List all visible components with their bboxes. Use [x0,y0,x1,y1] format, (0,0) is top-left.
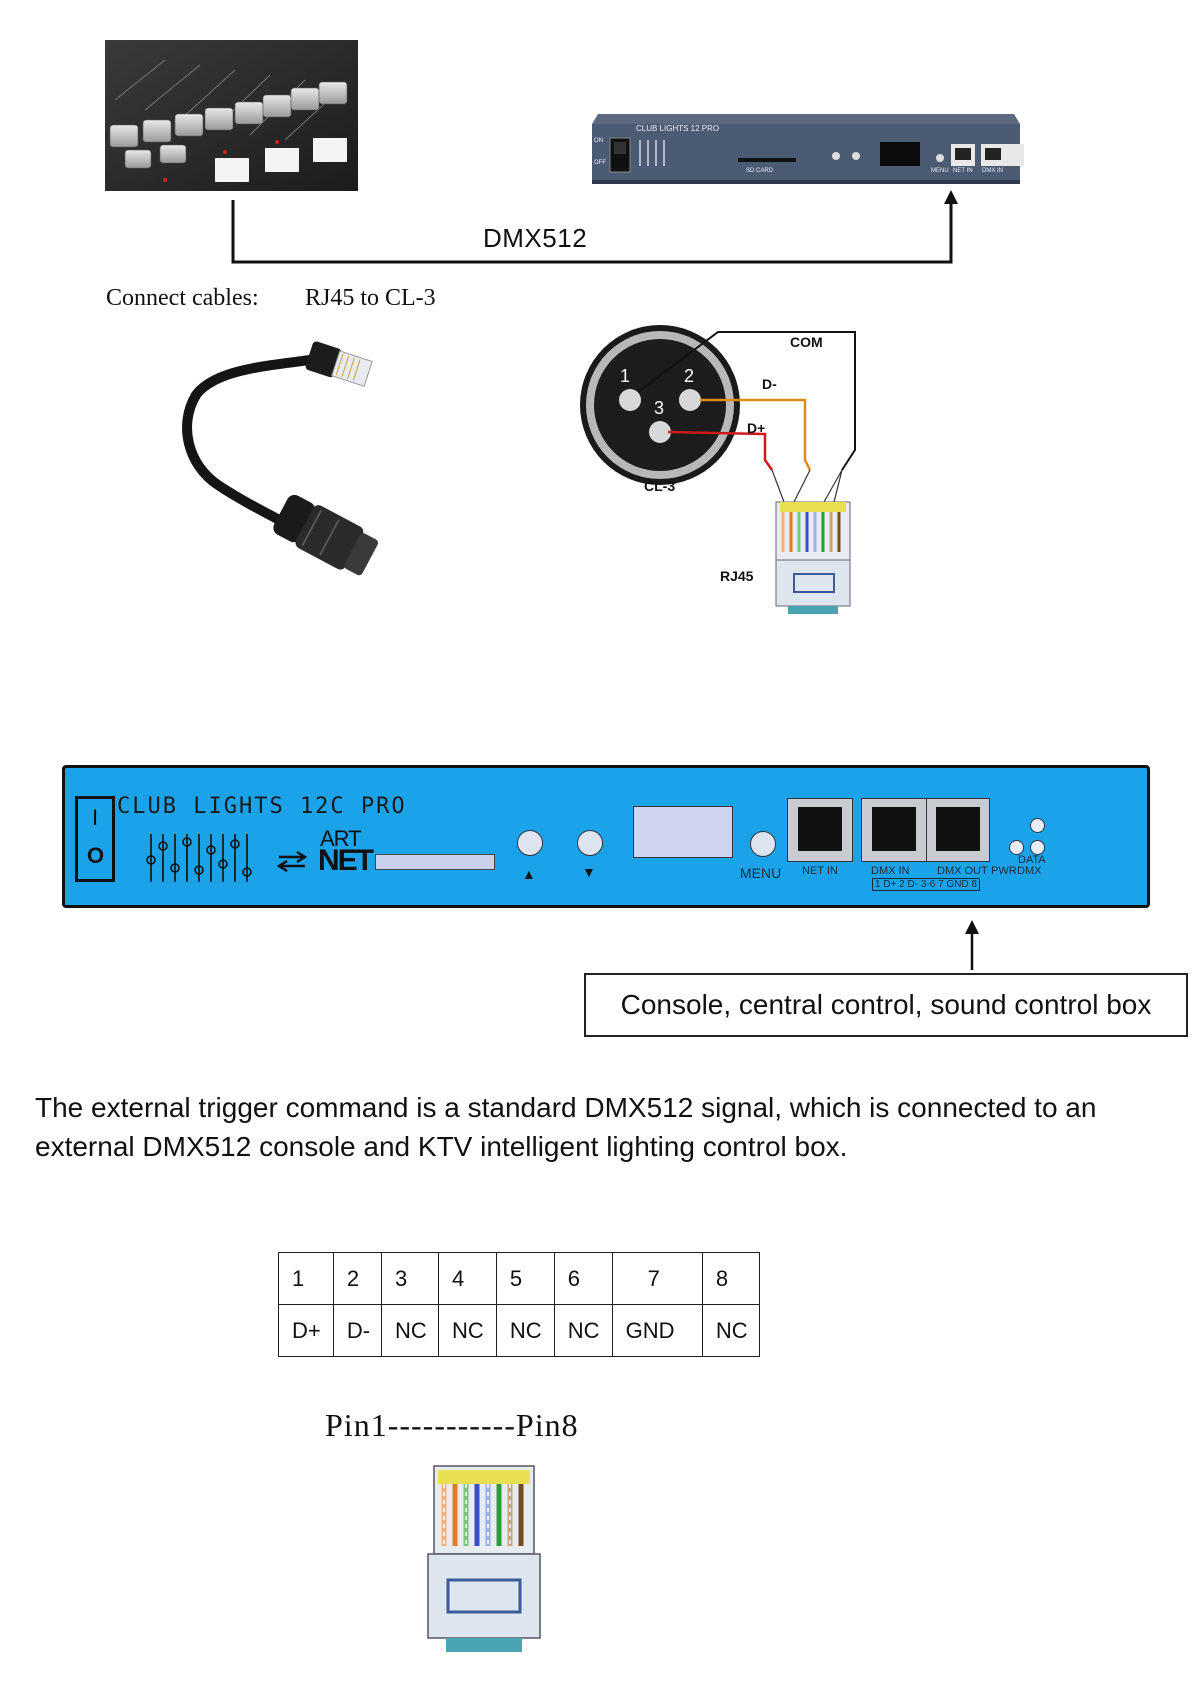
pwr-led [1009,840,1024,855]
down-button[interactable] [577,830,603,856]
pin-order-caption: Pin1-----------Pin8 [325,1407,579,1443]
dmx512-label: DMX512 [483,223,588,253]
d-minus-label: D- [762,376,777,392]
connect-cables-label: Connect cables: [106,285,259,311]
pin-strip-label: 1 D+ 2 D- 3-6 7 GND 8 [872,878,980,891]
switch-on-label: I [92,805,99,830]
menu-label: MENU [740,865,782,881]
controller-device-photo: CLUB LIGHTS 12 PRO ON OFF SD CARD MENU N… [588,110,1029,186]
dmx-out-port [926,798,990,862]
pin-assignment-table: 1 2 3 4 5 6 7 8 D+ D- NC NC NC NC GND NC [278,1252,761,1357]
com-label: COM [790,334,823,350]
rj45-label: RJ45 [720,568,754,584]
data-led [1030,818,1045,833]
pin-number-cell: 7 [611,1252,703,1305]
data-led-label: DATA [1018,854,1046,866]
device-on-label: ON [594,138,603,144]
fader-icon [146,834,252,882]
pin-signal-cell: NC [701,1304,761,1357]
pin-number-cell: 8 [701,1252,761,1305]
description-paragraph: The external trigger command is a standa… [35,1092,1097,1162]
pin-number-cell: 5 [495,1252,555,1305]
callout-box: Console, central control, sound control … [584,973,1188,1037]
pin-number-row: 1 2 3 4 5 6 7 8 [278,1252,761,1305]
connect-cables-value: RJ45 to CL-3 [305,285,436,311]
pin-signal-cell: GND [611,1304,703,1357]
controller-front-panel: I O CLUB LIGHTS 12C PRO ART NET ▲ ▼ MENU… [62,765,1150,908]
dmx-led-label: DMX [1017,865,1042,877]
dmx-led [1030,840,1045,855]
device-dmxin-label: DMX IN [982,168,1003,174]
pwr-led-label: PWR [991,865,1017,877]
lighting-console-photo [105,40,358,191]
d-plus-label: D+ [747,420,766,436]
device-menu-label: MENU [931,168,949,174]
device-sd-label: SD CARD [746,168,774,174]
net-in-label: NET IN [802,865,838,877]
up-arrow-icon: ▲ [522,866,536,882]
pin-signal-cell: NC [553,1304,613,1357]
device-model-label: CLUB LIGHTS 12 PRO [636,124,720,133]
pin-number-cell: 6 [553,1252,613,1305]
menu-button[interactable] [750,831,776,857]
art-net-logo-art: ART [320,826,362,851]
dmx512-connection-line [231,190,958,264]
pin-signal-cell: NC [438,1304,497,1357]
xlr-pin2-label: 2 [684,366,695,386]
pin-signal-row: D+ D- NC NC NC NC GND NC [278,1304,761,1357]
led-display [633,806,733,858]
rj45-connector-illustration [424,1462,544,1656]
xlr-pin3-label: 3 [654,398,665,418]
down-arrow-icon: ▼ [582,864,596,880]
pin-number-cell: 3 [380,1252,440,1305]
sd-card-slot [375,854,495,870]
dmx-in-label: DMX IN [871,865,910,877]
xlr-pin1-label: 1 [620,366,631,386]
art-net-logo-net: NET [318,844,374,877]
pin-number-cell: 4 [438,1252,497,1305]
dmx-in-port [861,798,927,862]
pin-signal-cell: NC [380,1304,440,1357]
panel-model-title: CLUB LIGHTS 12C PRO [117,794,407,819]
power-switch[interactable]: I O [75,796,115,882]
xlr-name-label: CL-3 [644,478,676,494]
pin-signal-cell: D- [332,1304,382,1357]
pin-signal-cell: NC [495,1304,555,1357]
pin-number-cell: 2 [332,1252,382,1305]
dmx-out-label: DMX OUT [937,865,988,877]
switch-off-label: O [87,843,105,868]
pin-signal-cell: D+ [278,1304,334,1357]
net-in-port [787,798,853,862]
pin-number-cell: 1 [278,1252,334,1305]
device-netin-label: NET IN [953,168,973,174]
callout-arrow [965,920,979,970]
xlr-rj45-wiring-diagram: 1 2 3 CL-3 COM D- D+ RJ45 [580,320,880,620]
rj45-to-xlr-cable-photo [178,335,398,580]
device-off-label: OFF [594,160,606,166]
up-button[interactable] [517,830,543,856]
exchange-arrows-icon [276,850,308,872]
